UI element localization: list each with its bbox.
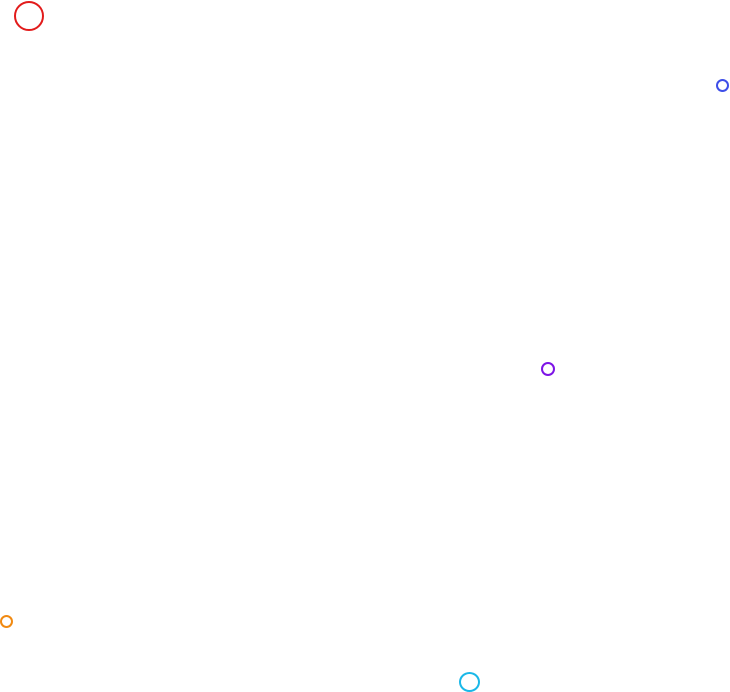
orange-ring-icon xyxy=(0,615,13,628)
blue-ring-icon xyxy=(716,79,729,92)
cyan-ring-icon xyxy=(459,672,480,692)
purple-ring-icon xyxy=(541,362,555,376)
red-ring-icon xyxy=(14,1,44,31)
